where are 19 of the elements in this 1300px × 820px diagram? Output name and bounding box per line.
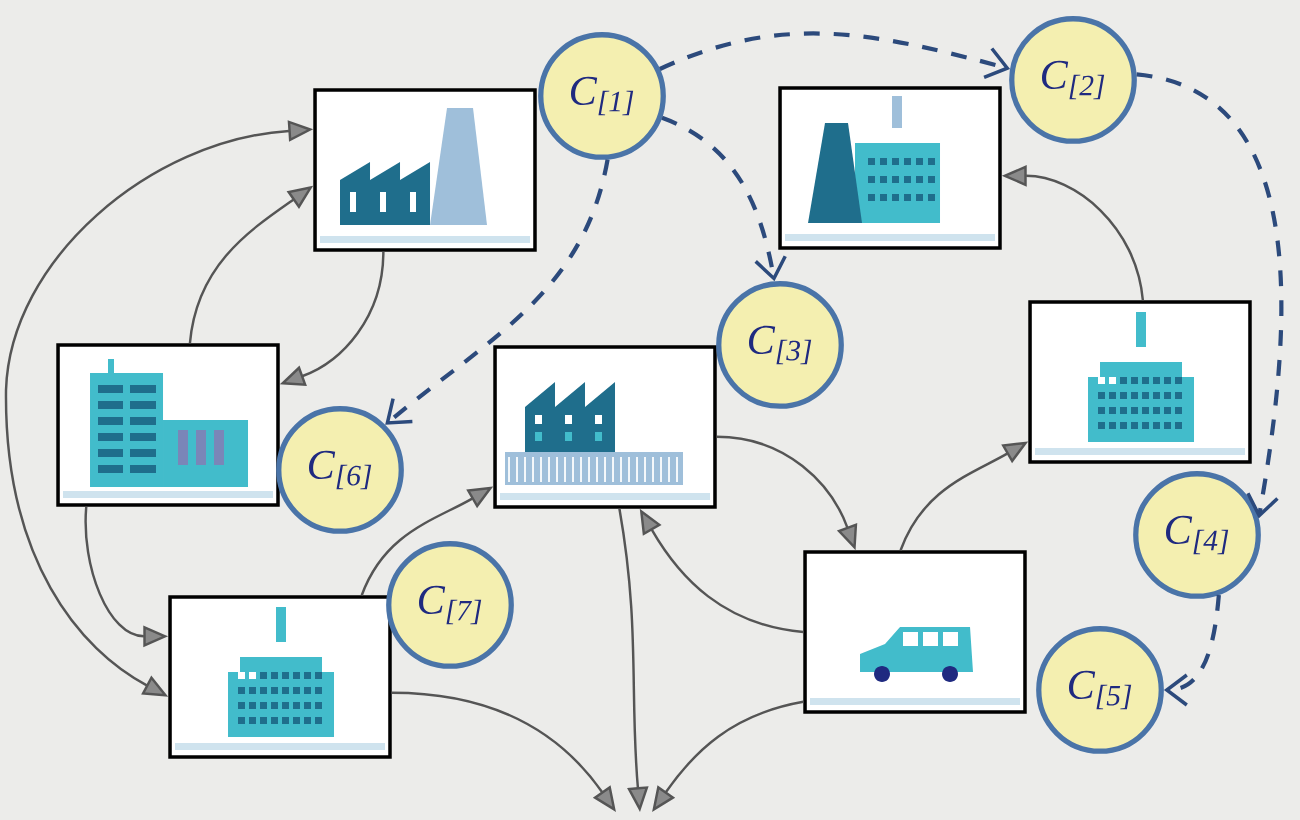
factory-picture xyxy=(313,88,537,252)
circle-label: C$_{[7]}$ xyxy=(386,541,514,669)
circle-label: C$_{[2]}$ xyxy=(1009,16,1137,144)
circle-label: C$_{[4]}$ xyxy=(1133,471,1261,599)
domed-building-picture xyxy=(1028,300,1252,464)
circle-label: C$_{[1]}$ xyxy=(538,32,666,160)
domed-building-picture xyxy=(168,595,392,759)
power-plant-picture xyxy=(778,86,1002,250)
dashed-arrow xyxy=(659,31,1011,80)
dashed-arrow xyxy=(661,115,787,282)
circle-label: C$_{[6]}$ xyxy=(276,406,404,534)
dashed-arrow xyxy=(385,159,610,425)
circle-label: C$_{[5]}$ xyxy=(1036,626,1164,754)
dashed-arrow xyxy=(1163,594,1221,707)
factory-picture xyxy=(493,345,717,509)
circle-label: C$_{[3]}$ xyxy=(716,281,844,409)
dashed-arrow xyxy=(1136,72,1284,519)
office-building-picture xyxy=(56,343,280,507)
van-picture xyxy=(803,550,1027,714)
